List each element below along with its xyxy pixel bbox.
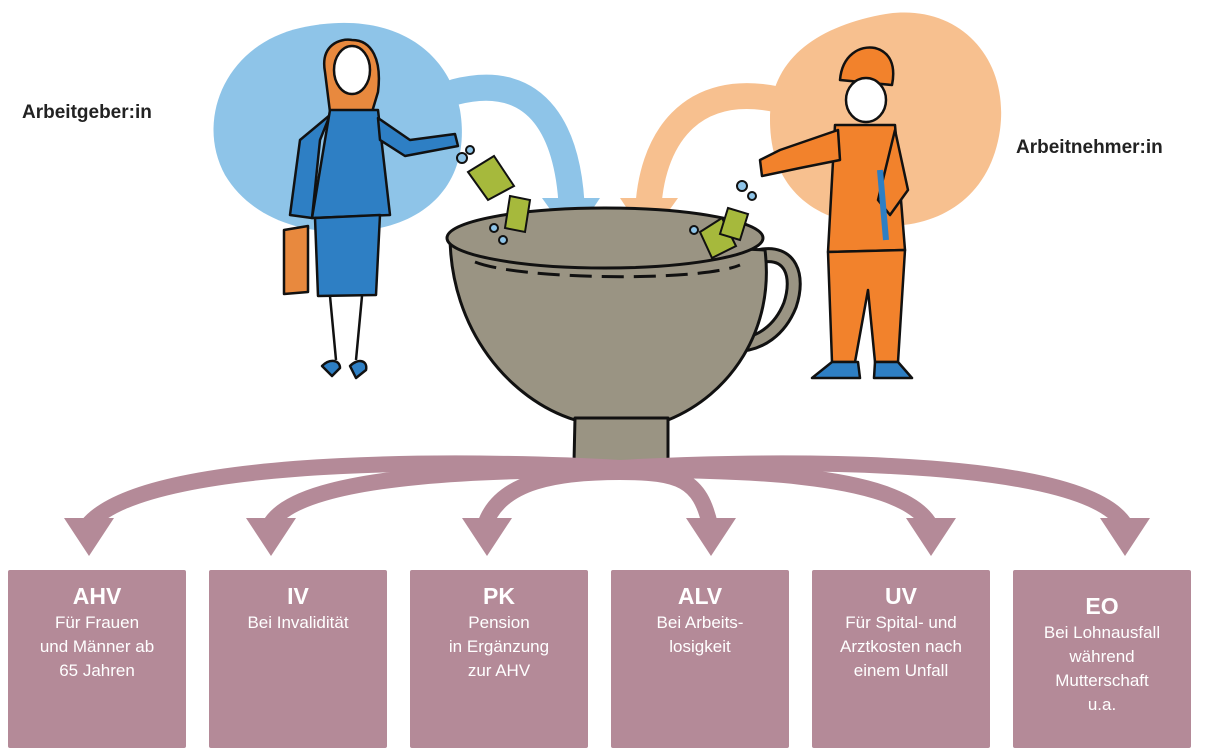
desc-line: während — [1069, 647, 1135, 666]
insurance-desc: Für Frauen und Männer ab 65 Jahren — [8, 611, 186, 683]
insurance-desc: Pension in Ergänzung zur AHV — [410, 611, 588, 683]
desc-line: Arztkosten nach — [840, 637, 962, 656]
desc-line: und Männer ab — [39, 637, 155, 656]
desc-line: Bei Invalidität — [247, 613, 349, 632]
distribution-arrow-heads — [64, 518, 1150, 556]
insurance-box-iv: IV Bei Invalidität — [209, 570, 387, 748]
desc-line: Bei Lohnausfall — [1043, 623, 1161, 642]
construction-worker-icon — [758, 46, 914, 380]
desc-line: Pension — [468, 613, 530, 632]
desc-line: Mutterschaft — [1055, 671, 1149, 690]
desc-line: 65 Jahren — [59, 661, 135, 680]
employee-label: Arbeitnehmer:in — [1016, 137, 1163, 158]
insurance-box-alv: ALV Bei Arbeits- losigkeit — [611, 570, 789, 748]
businesswoman-icon — [282, 38, 460, 380]
desc-line: Für Frauen — [54, 613, 140, 632]
desc-line: Bei Arbeits- — [656, 613, 744, 632]
insurance-abbr: ALV — [677, 583, 723, 609]
desc-line: in Ergänzung — [448, 637, 550, 656]
desc-line: losigkeit — [669, 637, 731, 656]
desc-line: einem Unfall — [853, 661, 949, 680]
distribution-arrows — [80, 455, 1133, 533]
employee-blob — [770, 12, 1002, 226]
desc-line: u.a. — [1087, 695, 1117, 714]
insurance-desc: Bei Invalidität — [209, 611, 387, 635]
money-icon — [456, 145, 757, 260]
insurance-box-uv: UV Für Spital- und Arztkosten nach einem… — [812, 570, 990, 748]
employer-flow-arrow — [442, 74, 585, 228]
insurance-desc: Für Spital- und Arztkosten nach einem Un… — [812, 611, 990, 683]
funnel-icon — [445, 206, 802, 470]
employer-label: Arbeitgeber:in — [22, 102, 152, 123]
insurance-box-eo: EO Bei Lohnausfall während Mutterschaft … — [1013, 570, 1191, 748]
insurance-box-pk: PK Pension in Ergänzung zur AHV — [410, 570, 588, 748]
insurance-abbr: IV — [287, 583, 309, 609]
desc-line: Für Spital- und — [845, 613, 957, 632]
desc-line: zur AHV — [467, 661, 531, 680]
insurance-box-ahv: AHV Für Frauen und Männer ab 65 Jahren — [8, 570, 186, 748]
insurance-desc: Bei Arbeits- losigkeit — [611, 611, 789, 659]
employee-flow-arrow — [635, 83, 793, 228]
insurance-abbr: PK — [483, 583, 515, 609]
insurance-desc: Bei Lohnausfall während Mutterschaft u.a… — [1013, 621, 1191, 717]
insurance-abbr: AHV — [72, 583, 122, 609]
insurance-abbr: UV — [885, 583, 917, 609]
insurance-abbr: EO — [1085, 593, 1119, 619]
